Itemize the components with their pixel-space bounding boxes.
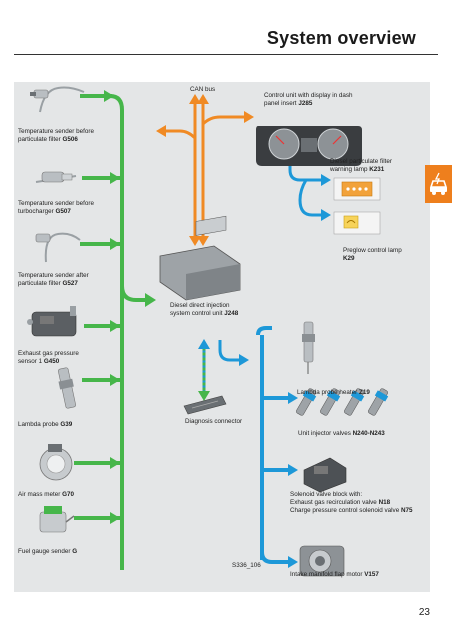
- filter-lamp-code: K231: [369, 166, 385, 173]
- dash-panel-code: J285: [298, 100, 313, 107]
- solenoid-line3: Charge pressure control solenoid valve N…: [290, 507, 425, 515]
- dash-panel-text: Control unit with display in dash panel …: [264, 92, 353, 107]
- dash-panel-icon: [256, 126, 362, 166]
- title-rule: [14, 54, 438, 55]
- lambda-heater-icon: [302, 321, 315, 374]
- solenoid-label: Solenoid valve block with: Exhaust gas r…: [290, 491, 425, 515]
- injector-valves-text: Unit injector valves: [298, 430, 351, 437]
- preglow-lamp-text: Preglow control lamp: [343, 247, 402, 254]
- solenoid-line3-text: Charge pressure control solenoid valve: [290, 507, 400, 514]
- temp-g527-code: G527: [62, 280, 78, 287]
- solenoid-line1: Solenoid valve block with:: [290, 491, 363, 498]
- preglow-lamp-label: Preglow control lamp K29: [343, 247, 403, 263]
- can-bus-lines: [156, 94, 254, 246]
- air-mass-text: Air mass meter: [18, 491, 61, 498]
- temp-g506-code: G506: [62, 136, 78, 143]
- fuel-gauge-label: Fuel gauge sender G: [18, 548, 77, 556]
- fuel-gauge-code: G: [72, 548, 78, 555]
- air-mass-label: Air mass meter G70: [18, 491, 74, 499]
- exhaust-pressure-code: G450: [43, 358, 60, 365]
- engine-control-unit-icon: [159, 215, 241, 301]
- solenoid-line2-text: Exhaust gas recirculation valve: [290, 499, 377, 506]
- temp-g527-label: Temperature sender after particulate fil…: [18, 272, 108, 288]
- page-number: 23: [418, 607, 430, 618]
- air-mass-code: G70: [62, 491, 74, 498]
- header: System overview: [0, 0, 452, 55]
- exhaust-pressure-sensor-icon: [27, 306, 77, 337]
- diagnosis-connector-icon: [183, 395, 227, 415]
- lambda-probe-icon: [58, 367, 76, 409]
- temp-g507-label: Temperature sender before turbocharger G…: [18, 200, 108, 216]
- intake-flap-motor-icon: [299, 545, 345, 577]
- page-title: System overview: [266, 28, 416, 48]
- intake-flap-code: V157: [364, 571, 379, 578]
- temperature-sender-g527-icon: [35, 232, 81, 263]
- solenoid-line2-code: N18: [378, 499, 391, 506]
- lambda-heater-code: Z19: [358, 389, 370, 396]
- diagram-panel: [14, 82, 430, 592]
- can-bus-label: CAN bus: [190, 86, 216, 93]
- diesel-filter-warning-lamp-icon: [333, 177, 381, 201]
- lambda-probe-label: Lambda probe G39: [18, 421, 72, 429]
- figure-id: S336_106: [232, 562, 261, 569]
- air-mass-meter-icon: [39, 444, 73, 481]
- temp-g507-text: Temperature sender before turbocharger: [18, 200, 94, 215]
- temp-g506-label: Temperature sender before particulate fi…: [18, 128, 108, 144]
- engine-cu-text: Diesel direct injection system control u…: [170, 302, 230, 317]
- temperature-sender-g507-icon: [35, 171, 77, 183]
- temp-g507-code: G507: [55, 208, 71, 215]
- output-lines: [198, 148, 331, 568]
- lambda-heater-label: Lambda probe heater Z19: [297, 389, 370, 397]
- intake-flap-label: Intake manifold flap motor V157: [290, 571, 379, 579]
- fuel-gauge-text: Fuel gauge sender: [18, 548, 71, 555]
- solenoid-valve-block-icon: [303, 457, 347, 493]
- car-service-icon: [429, 172, 448, 195]
- lambda-probe-text: Lambda probe: [18, 421, 59, 428]
- input-bus: [74, 90, 156, 570]
- exhaust-pressure-label: Exhaust gas pressure sensor 1 G450: [18, 350, 88, 366]
- engine-cu-label: Diesel direct injection system control u…: [170, 302, 250, 318]
- intake-flap-text: Intake manifold flap motor: [290, 571, 363, 578]
- lambda-heater-text: Lambda probe heater: [297, 389, 358, 396]
- fuel-gauge-sender-icon: [39, 506, 75, 533]
- exhaust-pressure-text: Exhaust gas pressure sensor 1: [18, 350, 79, 365]
- preglow-lamp-icon: [333, 211, 381, 235]
- injector-valves-label: Unit injector valves N240-N243: [298, 430, 385, 438]
- dash-panel-label: Control unit with display in dash panel …: [264, 92, 364, 108]
- solenoid-line3-code: N75: [400, 507, 413, 514]
- temp-g506-text: Temperature sender before particulate fi…: [18, 128, 94, 143]
- filter-lamp-label: Diesel particulate filter warning lamp K…: [330, 158, 400, 174]
- diagnosis-label: Diagnosis connector: [185, 418, 243, 425]
- preglow-lamp-code: K29: [343, 255, 355, 262]
- temperature-sender-g506-icon: [30, 86, 85, 113]
- temp-g527-text: Temperature sender after particulate fil…: [18, 272, 89, 287]
- unit-injector-valves-icon: [296, 388, 389, 416]
- injector-valves-code: N240-N243: [352, 430, 385, 437]
- filter-lamp-text: Diesel particulate filter warning lamp: [330, 158, 392, 173]
- engine-cu-code: J248: [224, 310, 239, 317]
- section-tab[interactable]: [425, 165, 452, 203]
- solenoid-line2: Exhaust gas recirculation valve N18: [290, 499, 425, 507]
- lambda-probe-code: G39: [60, 421, 73, 428]
